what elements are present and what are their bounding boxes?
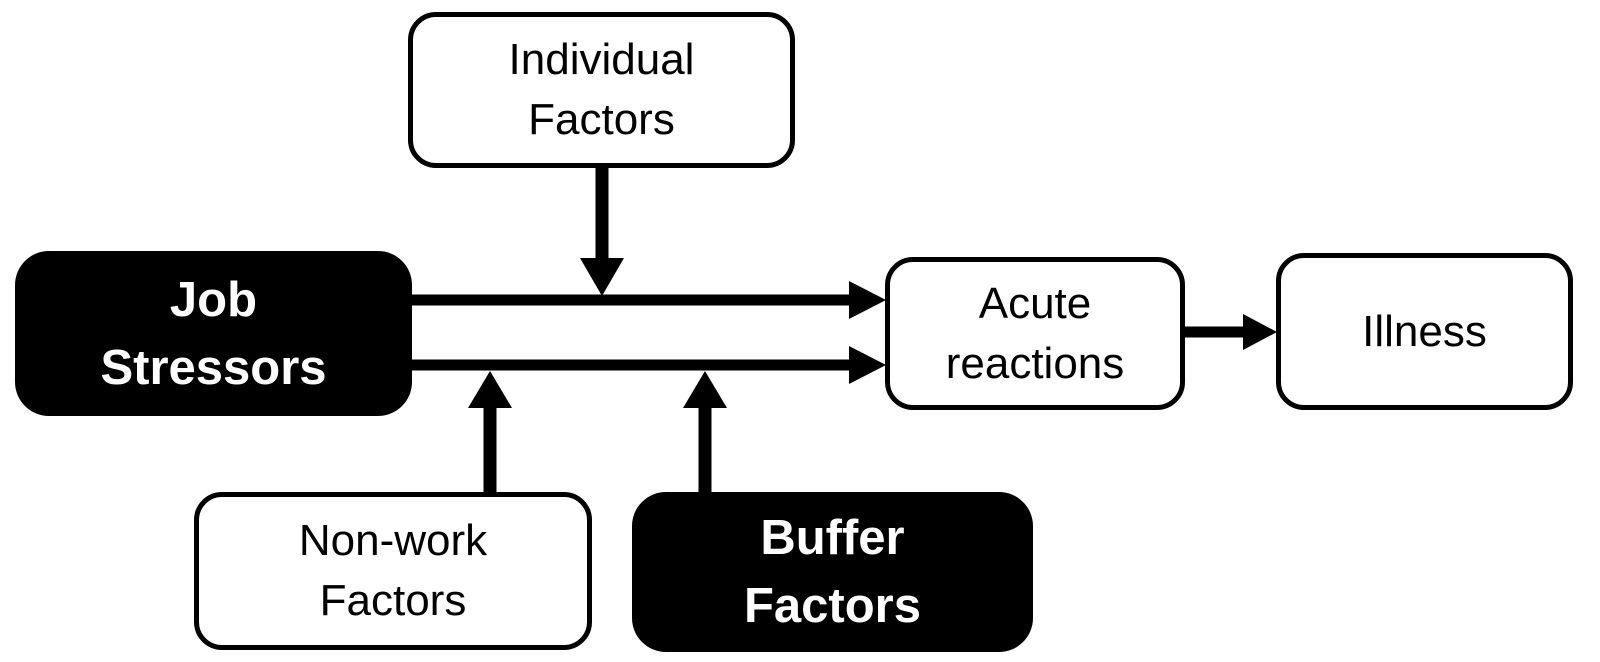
node-individual-factors: Individual Factors [408, 12, 795, 168]
node-job-stressors: Job Stressors [15, 251, 412, 416]
node-acute-reactions: Acute reactions [885, 257, 1185, 410]
arrow-job-stressors-to-acute-reactions-upper [408, 281, 886, 319]
node-job-stressors-label: Job Stressors [100, 272, 327, 395]
arrow-acute-reactions-to-illness [1183, 314, 1277, 350]
arrow-job-stressors-to-acute-reactions-lower [408, 346, 886, 384]
node-illness-label: Illness [1362, 306, 1487, 356]
arrow-individual-factors-to-upper-path [580, 164, 624, 296]
arrow-non-work-factors-to-lower-path [468, 371, 512, 498]
node-acute-reactions-label: Acute reactions [945, 278, 1125, 388]
node-illness: Illness [1276, 253, 1573, 410]
arrow-buffer-factors-to-lower-path [683, 371, 727, 498]
node-individual-factors-label: Individual Factors [508, 35, 695, 144]
node-non-work-factors: Non-work Factors [194, 492, 592, 650]
node-buffer-factors: Buffer Factors [632, 492, 1033, 652]
node-buffer-factors-label: Buffer Factors [743, 511, 921, 633]
node-non-work-factors-label: Non-work Factors [298, 516, 488, 625]
